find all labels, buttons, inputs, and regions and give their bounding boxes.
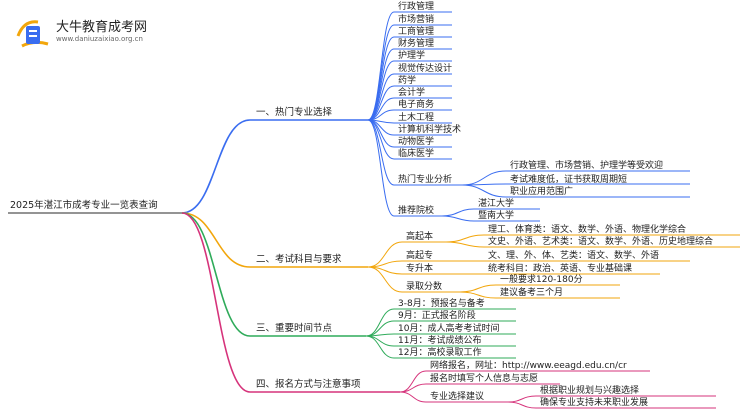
- connector-line: [181, 212, 251, 337]
- hot-analysis-node: 热门专业分析: [398, 175, 453, 185]
- connector-line: [399, 370, 427, 393]
- gaoqiben-node: 高起本: [406, 232, 434, 242]
- connector-line: [441, 208, 475, 217]
- brand-name: 大牛教育成考网: [56, 20, 148, 35]
- timeline-item: 12月：高校录取工作: [398, 348, 482, 358]
- connector-line: [459, 291, 497, 299]
- connector-line: [441, 215, 475, 222]
- timeline-item: 9月：正式报名阶段: [398, 311, 476, 321]
- timeline-item: 3-8月：预报名与备考: [398, 299, 485, 309]
- zhuanshengben-node: 专升本: [406, 264, 434, 274]
- timeline-item: 11月：考试成绩公布: [398, 336, 482, 346]
- connector-line: [365, 335, 395, 347]
- connector-line: [445, 241, 485, 248]
- major-item: 临床医学: [398, 149, 435, 159]
- root-topic: 2025年湛江市成考专业一览表查询: [10, 200, 158, 211]
- major-item: 土木工程: [398, 113, 435, 123]
- analysis-item: 考试难度低，证书获取周期短: [510, 175, 628, 185]
- registration-item: 网络报名，网址：http://www.eeagd.edu.cn/cr: [430, 361, 627, 371]
- connector-line: [507, 395, 537, 403]
- analysis-item: 职业应用范围广: [510, 187, 574, 197]
- connector-line: [399, 391, 427, 403]
- branch-timeline: 三、重要时间节点: [256, 323, 333, 334]
- connector-line: [367, 266, 403, 293]
- major-item: 动物医学: [398, 137, 435, 147]
- branch-registration: 四、报名方式与注意事项: [256, 379, 361, 390]
- brand-url: www.daniuzaixiao.org.cn: [56, 35, 143, 43]
- subject-item: 文史、外语、艺术类：语文、数学、外语、历史地理综合: [488, 237, 714, 247]
- school-item: 暨南大学: [478, 211, 515, 221]
- major-item: 市场营销: [398, 15, 435, 25]
- major-item: 工商管理: [398, 27, 435, 37]
- admission-score-node: 录取分数: [406, 282, 443, 292]
- connector-line: [181, 212, 251, 393]
- connector-line: [459, 284, 497, 293]
- major-item: 药学: [398, 76, 417, 86]
- major-item: 计算机科学技术: [398, 125, 462, 135]
- connector-line: [365, 335, 395, 359]
- major-item: 视觉传达设计: [398, 64, 453, 74]
- advice-item: 根据职业规划与兴趣选择: [540, 386, 640, 396]
- major-item: 电子商务: [398, 100, 435, 110]
- connector-line: [181, 119, 251, 214]
- timeline-item: 10月：成人高考考试时间: [398, 324, 500, 334]
- connector-line: [181, 212, 251, 268]
- major-item: 行政管理: [398, 2, 435, 12]
- recommended-schools-node: 推荐院校: [398, 206, 435, 216]
- advice-item: 确保专业支持未来职业发展: [540, 398, 649, 408]
- connector-line: [461, 170, 507, 186]
- connector-line: [367, 85, 395, 121]
- subject-item: 文、理、外、体、艺类：语文、数学、外语: [488, 251, 660, 261]
- connector-line: [445, 234, 485, 243]
- subject-item: 统考科目：政治、英语、专业基础课: [488, 264, 633, 274]
- gaoqizhuan-node: 高起专: [406, 251, 434, 261]
- brand-logo-icon: [16, 20, 49, 48]
- registration-item: 报名时填写个人信息与志愿: [430, 374, 539, 384]
- score-item: 建议备考三个月: [500, 288, 564, 298]
- major-item: 会计学: [398, 88, 426, 98]
- connector-line: [461, 184, 507, 198]
- subject-item: 理工、体育类：语文、数学、外语、物理化学综合: [488, 225, 687, 235]
- connector-line: [367, 36, 395, 121]
- connector-line: [365, 308, 395, 337]
- score-item: 一般要求120-180分: [500, 275, 583, 285]
- connector-line: [507, 401, 537, 409]
- school-item: 湛江大学: [478, 199, 515, 209]
- connector-line: [367, 119, 395, 186]
- branch-exam-subjects: 二、考试科目与要求: [256, 254, 342, 265]
- major-advice-node: 专业选择建议: [430, 392, 485, 402]
- major-item: 护理学: [398, 51, 426, 61]
- connector-line: [367, 119, 395, 217]
- connector-line: [367, 241, 403, 268]
- analysis-item: 行政管理、市场营销、护理学等受欢迎: [510, 161, 664, 171]
- branch-hot-majors: 一、热门专业选择: [256, 107, 333, 118]
- major-item: 财务管理: [398, 39, 435, 49]
